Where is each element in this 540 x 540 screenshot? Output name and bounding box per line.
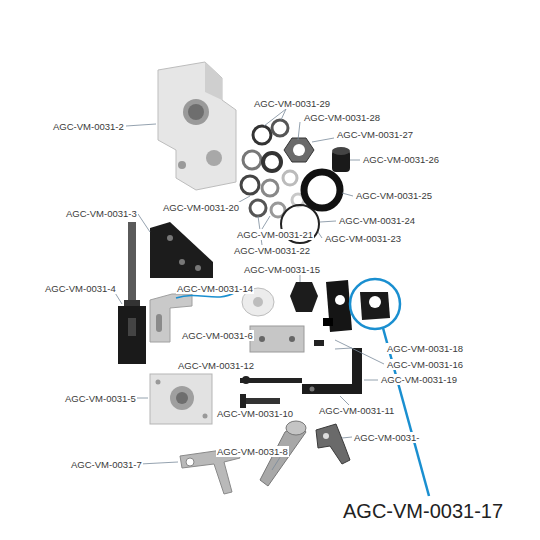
part-number: AGC-VM-0031-18 xyxy=(386,343,464,354)
leader-lines xyxy=(112,109,384,470)
part-number: AGC-VM-0031-25 xyxy=(355,190,433,201)
pin-shaft xyxy=(240,394,280,408)
part-number: AGC-VM-0031-8 xyxy=(216,446,289,457)
seal-rings xyxy=(241,120,340,243)
part-number: AGC-VM-0031-5 xyxy=(64,393,137,404)
clamp-ring-part xyxy=(360,292,390,320)
part-number: AGC-VM-0031-22 xyxy=(233,245,311,256)
part-number: AGC-VM-0031-6 xyxy=(181,330,254,341)
shaft xyxy=(118,222,146,364)
highlight-callout xyxy=(350,279,429,496)
part-number: AGC-VM-0031-3 xyxy=(65,208,138,219)
hex-nut xyxy=(284,138,314,162)
part-number: AGC-VM-0031-10 xyxy=(216,408,294,419)
part-number: AGC-VM-0031-14 xyxy=(176,283,254,294)
part-number: AGC-VM-0031-24 xyxy=(338,215,416,226)
l-bar xyxy=(302,348,362,394)
part-number: AGC-VM-0031-16 xyxy=(386,359,464,370)
part-number: AGC-VM-0031-27 xyxy=(336,129,414,140)
part-number: AGC-VM-0031-11 xyxy=(318,405,395,416)
key-assembly xyxy=(316,424,350,464)
part-number: AGC-VM-0031-23 xyxy=(324,233,402,244)
part-number: AGC-VM-0031-15 xyxy=(243,264,321,275)
part-number: AGC-VM-0031-4 xyxy=(44,283,117,294)
part-number: AGC-VM-0031-20 xyxy=(162,202,240,213)
clamp-block xyxy=(323,280,352,332)
part-number: AGC-VM-0031-19 xyxy=(380,374,458,385)
highlighted-part-number: AGC-VM-0031-17 xyxy=(342,499,504,523)
part-number: AGC-VM-0031-26 xyxy=(362,154,440,165)
part-number: AGC-VM-0031-28 xyxy=(303,112,381,123)
part-number: AGC-VM-0031-2 xyxy=(52,121,125,132)
mount-block xyxy=(150,374,212,424)
part-number: AGC-VM-0031-21 xyxy=(236,229,314,240)
flat-plate xyxy=(250,326,304,352)
small-pin xyxy=(314,340,324,346)
part-number: AGC-VM-0031-7 xyxy=(70,459,143,470)
part-number: AGC-VM-0031- xyxy=(353,432,420,443)
black-bracket xyxy=(150,222,213,278)
part-number: AGC-VM-0031-29 xyxy=(253,98,331,109)
part-number: AGC-VM-0031-12 xyxy=(177,360,255,371)
rod xyxy=(240,376,302,384)
housing-block xyxy=(158,62,236,190)
cap-cylinder xyxy=(332,147,350,172)
